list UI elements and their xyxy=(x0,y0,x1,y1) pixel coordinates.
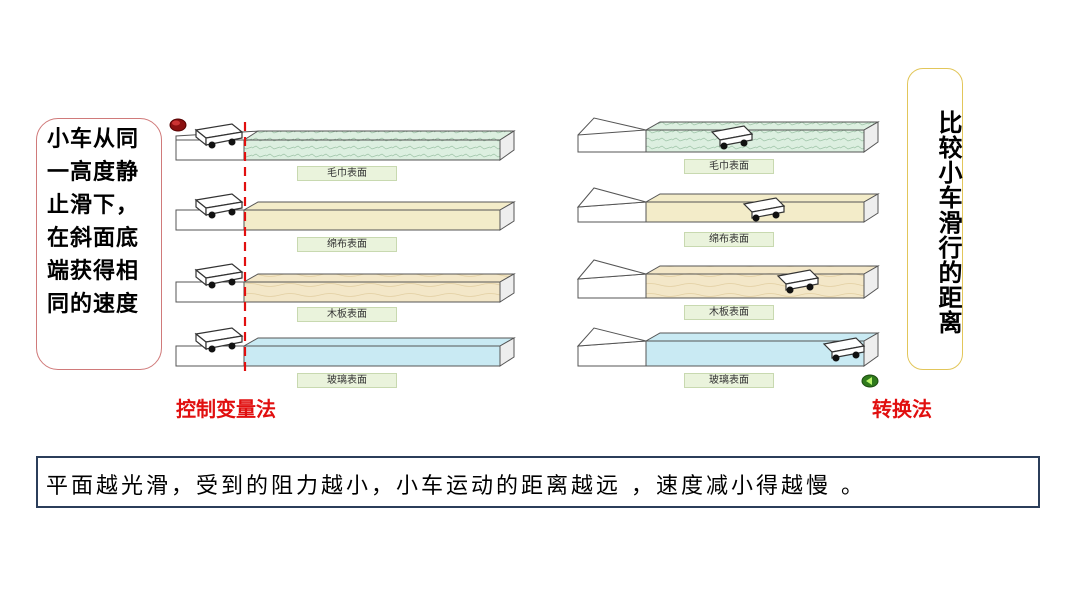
right-label-wood: 木板表面 xyxy=(684,305,774,320)
right-cart-2 xyxy=(742,197,786,222)
right-cart-3 xyxy=(776,269,820,294)
left-callout-text: 小车从同一高度静止滑下，在斜面底端获得相同的速度 xyxy=(47,127,140,317)
right-track-wood xyxy=(576,259,880,299)
play-button[interactable] xyxy=(861,374,879,388)
right-label-cloth: 绵布表面 xyxy=(684,232,774,247)
right-callout-text: 比较小车滑行的距离 xyxy=(934,109,962,335)
record-button[interactable] xyxy=(169,118,187,132)
right-label-towel: 毛巾表面 xyxy=(684,159,774,174)
left-cart-2 xyxy=(194,193,244,219)
right-track-towel xyxy=(577,117,880,153)
conclusion-box: 平面越光滑，受到的阻力越小，小车运动的距离越远 ，速度减小得越慢 。 xyxy=(36,456,1040,508)
left-label-glass: 玻璃表面 xyxy=(297,373,397,388)
left-label-towel: 毛巾表面 xyxy=(297,166,397,181)
left-cart-3 xyxy=(194,263,244,289)
left-label-wood: 木板表面 xyxy=(297,307,397,322)
right-label-glass: 玻璃表面 xyxy=(684,373,774,388)
conclusion-text: 平面越光滑，受到的阻力越小，小车运动的距离越远 ，速度减小得越慢 。 xyxy=(46,474,866,499)
right-track-glass xyxy=(576,327,880,367)
left-callout: 小车从同一高度静止滑下，在斜面底端获得相同的速度 xyxy=(36,118,162,370)
left-track-glass xyxy=(175,337,516,367)
right-cart-1 xyxy=(710,125,754,150)
left-label-cloth: 绵布表面 xyxy=(297,237,397,252)
right-callout: 比较小车滑行的距离 xyxy=(907,68,963,370)
left-track-cloth xyxy=(175,201,516,231)
right-track-cloth xyxy=(576,187,880,223)
left-cart-1 xyxy=(194,123,244,149)
method-control-variable: 控制变量法 xyxy=(176,397,276,421)
right-cart-4 xyxy=(822,337,866,362)
left-track-wood xyxy=(175,273,516,303)
method-conversion: 转换法 xyxy=(872,397,932,421)
left-cart-4 xyxy=(194,327,244,353)
